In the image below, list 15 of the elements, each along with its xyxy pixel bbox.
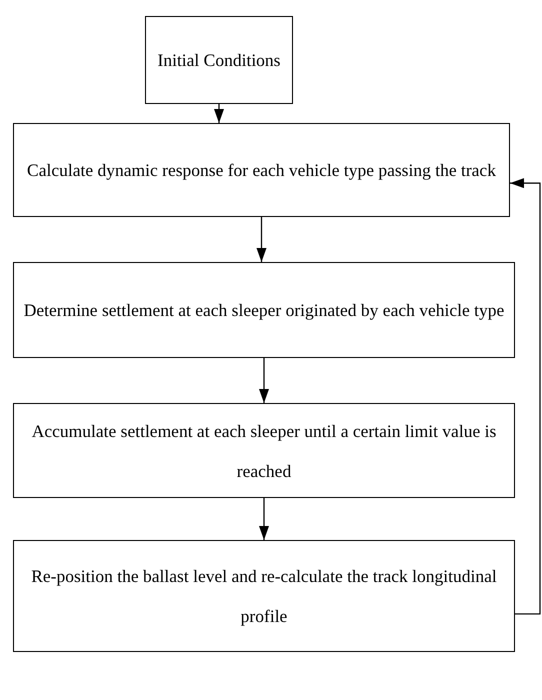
arrow — [256, 217, 266, 262]
arrow — [214, 104, 224, 123]
arrow — [259, 358, 269, 403]
step-text: Calculate dynamic response for each vehicle type passing the track — [27, 159, 496, 182]
arrow — [510, 178, 541, 615]
process-box — [145, 16, 293, 104]
step-text: Re-position the ballast level and re-calculate the track longitudinal profile — [30, 565, 498, 628]
arrow — [259, 498, 269, 540]
step-text: Initial Conditions — [158, 49, 280, 72]
process-box — [13, 540, 515, 652]
step-text: Determine settlement at each sleeper originated by each vehicle type — [24, 299, 504, 322]
process-box — [13, 262, 515, 358]
step-text: Accumulate settlement at each sleeper until a certain limit value is reached — [30, 420, 498, 482]
process-box — [13, 123, 510, 217]
process-box — [13, 403, 515, 498]
